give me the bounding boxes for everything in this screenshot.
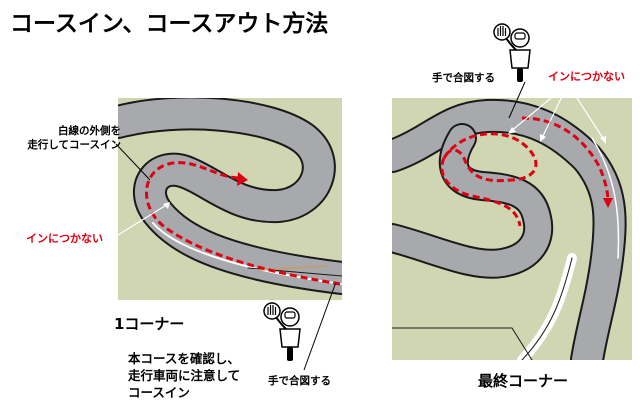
- corner-name-first: 1コーナー: [114, 315, 185, 333]
- track-surface: [118, 98, 342, 293]
- pit-lane-rect: [392, 327, 533, 360]
- pointer-not-inside-right: [508, 83, 606, 144]
- instruction-text: 本コースを確認し、 走行車両に注意して コースイン: [128, 351, 241, 400]
- racing-line-inner: [440, 132, 538, 227]
- white-line: [591, 137, 620, 259]
- label-not-inside-left: インにつかない: [26, 232, 103, 245]
- page-title: コースイン、コースアウト方法: [10, 11, 329, 37]
- racing-line-arrow: [603, 198, 613, 208]
- label-outside-white-line: 白線の外側を 走行してコースイン: [27, 125, 121, 151]
- pointer-outside-line: [115, 143, 151, 181]
- corner-name-final: 最終コーナー: [478, 372, 569, 390]
- label-not-inside-right: インにつかない: [548, 70, 625, 83]
- rider-right-icon: [493, 23, 531, 82]
- entry-path-arrow: [237, 172, 248, 186]
- pointer-hand-signal-left: [303, 281, 337, 371]
- pit-lane-outer-edge: [521, 257, 573, 360]
- track-surface-inner: [392, 125, 552, 277]
- first-corner-map: [118, 98, 342, 300]
- track-surface: [392, 100, 625, 360]
- rider-left-icon: [263, 302, 301, 361]
- final-corner-map: [392, 98, 632, 360]
- pointer-hand-signal-right: [508, 81, 526, 119]
- entry-path-red: [145, 161, 341, 286]
- hand-signal-right: 手で合図する: [432, 72, 495, 84]
- hand-signal-left: 手で合図する: [268, 375, 331, 387]
- pointer-not-inside-left: [109, 202, 170, 241]
